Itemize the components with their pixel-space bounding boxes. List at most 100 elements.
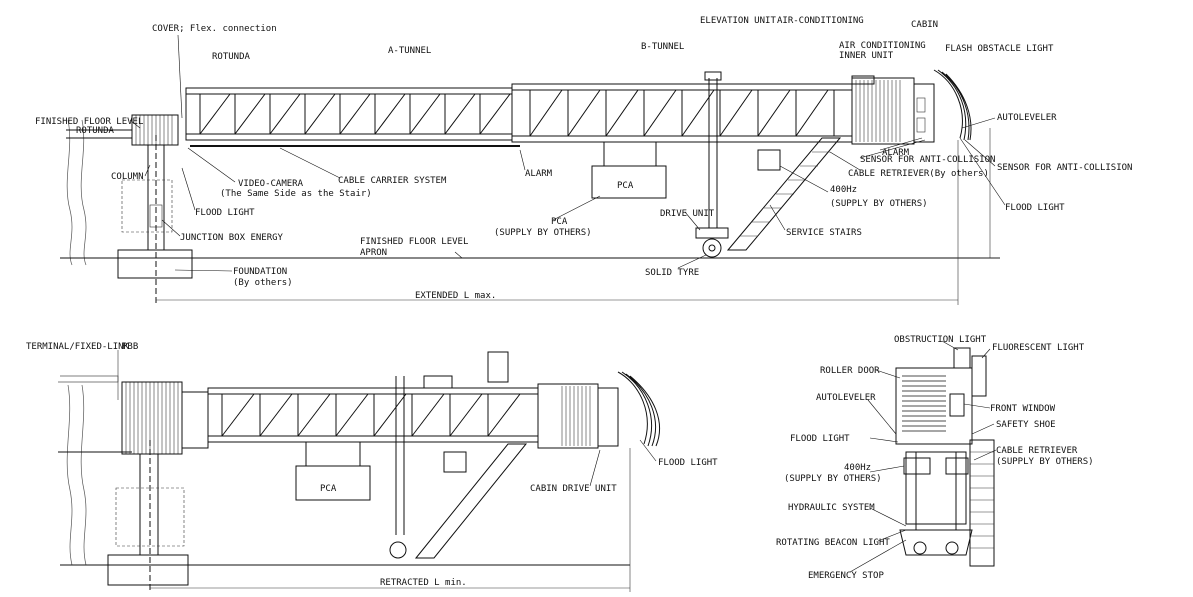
label-cabin-drive-unit: CABIN DRIVE UNIT (530, 484, 617, 494)
retracted-rotunda-hatch (125, 382, 179, 454)
label-alarm-top: ALARM (882, 148, 910, 158)
retracted-service-stairs (414, 443, 528, 559)
label-finished-floor-apron-2: APRON (360, 248, 387, 258)
label-video-camera: VIDEO-CAMERA (238, 179, 304, 189)
roller-door-slats (902, 375, 946, 432)
retracted-cabin-grille (561, 386, 591, 446)
retracted-trusses (221, 393, 521, 437)
label-ac-inner-2: INNER UNIT (839, 51, 894, 61)
rotunda (131, 114, 179, 146)
extended-elevation-view: PCA (35, 16, 1132, 305)
label-a-tunnel: A-TUNNEL (388, 46, 431, 56)
label-sensor-anti-collision-1: SENSOR FOR ANTI-COLLISION (860, 155, 995, 165)
retracted-ac-unit (487, 351, 509, 383)
front-base (899, 529, 973, 556)
label-foundation: FOUNDATION (233, 267, 287, 277)
retracted-elevation-view: PCA TERMINAL/FIXED-LINK PBB CABIN DRIVE … (26, 342, 718, 592)
label-drive-unit: DRIVE UNIT (660, 209, 715, 219)
label-roller-door: ROLLER DOOR (820, 366, 880, 376)
retracted-pca-box-label: PCA (320, 484, 337, 494)
obstruction-light-housing (953, 347, 971, 369)
cabin-grille (855, 80, 901, 142)
cabin-front (913, 83, 935, 143)
retracted-flex-curtain (617, 371, 660, 447)
label-supply-by-others-front: (SUPPLY BY OTHERS) (784, 474, 882, 484)
label-cable-retriever-front: CABLE RETRIEVER (996, 446, 1078, 456)
label-flood-light-front: FLOOD LIGHT (790, 434, 850, 444)
stair-treads (740, 151, 830, 237)
label-fluorescent-light: FLUORESCENT LIGHT (992, 343, 1085, 353)
front-lower-frame (905, 451, 967, 525)
label-alarm: ALARM (525, 169, 553, 179)
label-video-camera-note: (The Same Side as the Stair) (220, 189, 372, 199)
front-leader-lines (849, 340, 997, 573)
label-hydraulic-system: HYDRAULIC SYSTEM (788, 503, 875, 513)
front-view: OBSTRUCTION LIGHT FLUORESCENT LIGHT ROLL… (776, 335, 1094, 581)
label-obstruction-light: OBSTRUCTION LIGHT (894, 335, 987, 345)
pca-unit (591, 165, 667, 199)
front-stair-steps (970, 451, 994, 549)
label-foundation-note: (By others) (233, 278, 293, 288)
junction-box-outline (121, 179, 173, 233)
label-flood-light: FLOOD LIGHT (658, 458, 718, 468)
label-pca-supply: (SUPPLY BY OTHERS) (494, 228, 592, 238)
cable-retriever-box (757, 149, 781, 171)
retracted-solid-tyre (389, 541, 407, 559)
label-cover: COVER; Flex. connection (152, 24, 277, 34)
label-terminal-fixed-link: TERMINAL/FIXED-LINK (26, 342, 130, 352)
label-rotunda-level: ROTUNDA (76, 126, 115, 136)
label-autoleveler: AUTOLEVELER (997, 113, 1057, 123)
front-cabin-body (895, 367, 973, 445)
label-400hz-front: 400Hz (844, 463, 871, 473)
label-ac-inner-1: AIR CONDITIONING (839, 41, 926, 51)
b-tunnel-trusses (529, 89, 835, 137)
label-flash-obstacle-light: FLASH OBSTACLE LIGHT (945, 44, 1054, 54)
a-tunnel-trusses (199, 93, 511, 135)
service-stairs (726, 137, 842, 251)
cabin-housing (851, 77, 915, 145)
top-leader-lines (129, 34, 1006, 272)
label-air-conditioning: AIR-CONDITIONING (777, 16, 864, 26)
solid-tyre (702, 238, 722, 258)
label-pbb: PBB (122, 342, 138, 352)
label-safety-shoe: SAFETY SHOE (996, 420, 1056, 430)
front-window (949, 393, 965, 417)
retracted-rotunda (121, 381, 183, 455)
fluorescent-light-housing (971, 355, 987, 397)
label-cabin: CABIN (911, 20, 938, 30)
label-column: COLUMN (111, 172, 144, 182)
retracted-foundation (107, 554, 189, 586)
label-finished-floor-apron-1: FINISHED FLOOR LEVEL (360, 237, 468, 247)
label-rotating-beacon-light: ROTATING BEACON LIGHT (776, 538, 890, 548)
label-sensor-anti-collision-2: SENSOR FOR ANTI-COLLISION (997, 163, 1132, 173)
terminal-wall-break (66, 119, 73, 266)
label-extended: EXTENDED L max. (415, 291, 496, 301)
label-flood-light-left: FLOOD LIGHT (195, 208, 255, 218)
pca-box-label: PCA (617, 181, 634, 191)
label-autoleveler-front: AUTOLEVELER (816, 393, 876, 403)
label-front-window: FRONT WINDOW (990, 404, 1056, 414)
label-elevation-unit: ELEVATION UNIT (700, 16, 776, 26)
label-cable-carrier-system: CABLE CARRIER SYSTEM (338, 176, 447, 186)
terminal-fixed-link (58, 375, 119, 383)
retracted-pca-unit (295, 465, 371, 501)
flex-closure-curtain (933, 69, 972, 141)
label-pca: PCA (551, 217, 568, 227)
label-cable-retriever: CABLE RETRIEVER(By others) (848, 169, 989, 179)
label-flood-light-right: FLOOD LIGHT (1005, 203, 1065, 213)
label-service-stairs: SERVICE STAIRS (786, 228, 862, 238)
ac-inner-unit (851, 75, 875, 85)
front-service-stair (969, 439, 995, 567)
label-finished-floor-level: FINISHED FLOOR LEVEL (35, 117, 143, 127)
retracted-cabin (537, 383, 599, 449)
label-supply-by-others: (SUPPLY BY OTHERS) (830, 199, 928, 209)
label-rotunda: ROTUNDA (212, 52, 251, 62)
label-junction-box: JUNCTION BOX ENERGY (180, 233, 284, 243)
label-cable-retriever-supply: (SUPPLY BY OTHERS) (996, 457, 1094, 467)
label-solid-tyre: SOLID TYRE (645, 268, 699, 278)
foundation (117, 249, 193, 279)
label-400hz: 400Hz (830, 185, 857, 195)
label-b-tunnel: B-TUNNEL (641, 42, 684, 52)
label-retracted: RETRACTED L min. (380, 578, 467, 588)
front-400hz-box (903, 457, 931, 475)
